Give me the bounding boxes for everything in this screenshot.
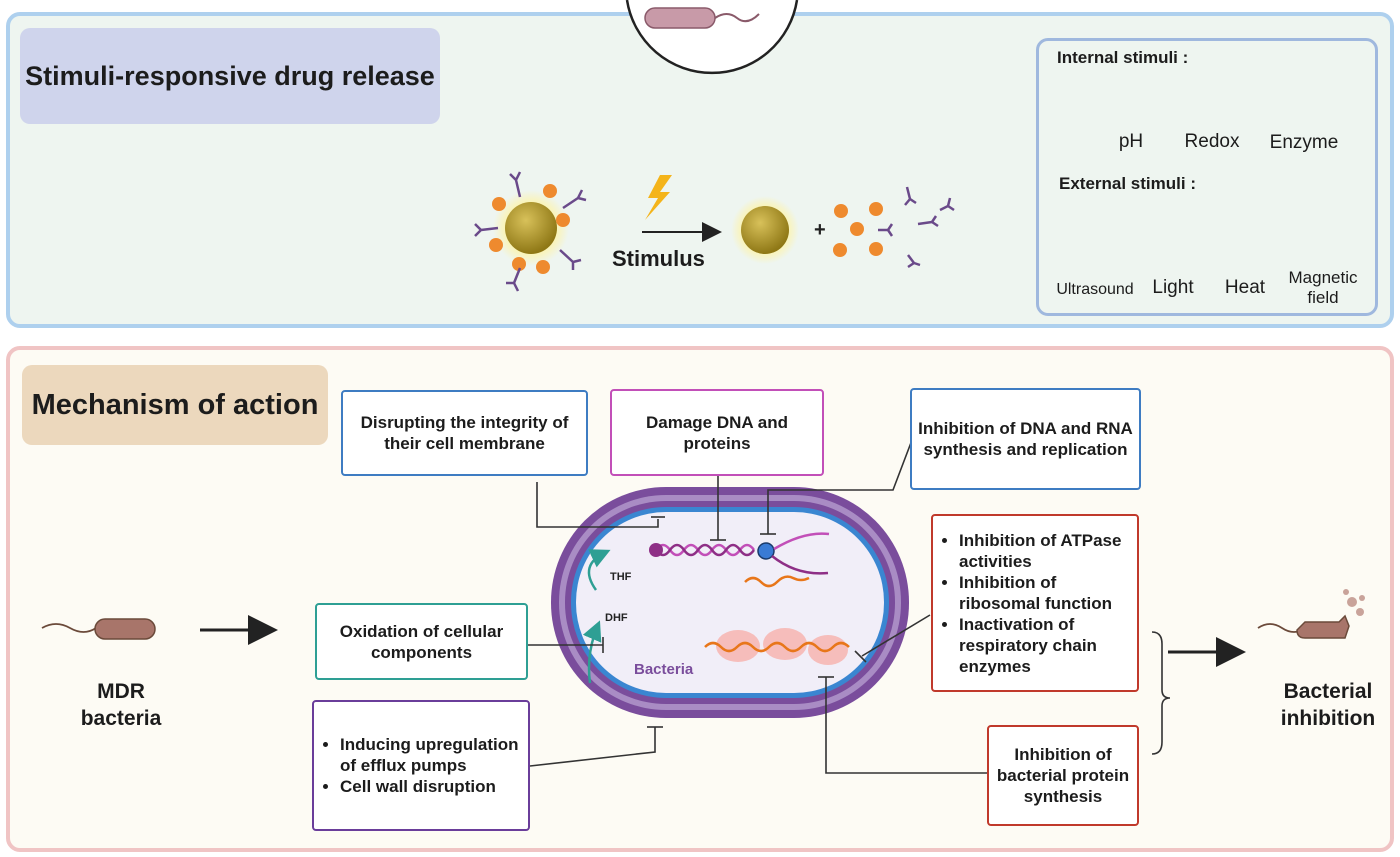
bacterial-inhibition-label: Bacterial inhibition — [1280, 680, 1376, 730]
dna-rna-inhibition-box: Inhibition of DNA and RNA synthesis and … — [910, 388, 1141, 490]
bursting-bacterium-icon — [1257, 589, 1365, 639]
heat-label: Heat — [1224, 277, 1266, 298]
bacterial-cell — [551, 487, 909, 718]
dna-helix — [649, 532, 830, 588]
internal-stimuli-heading: Internal stimuli : — [1057, 48, 1189, 67]
released-drugs — [833, 186, 955, 269]
efflux-item: Cell wall disruption — [340, 776, 528, 797]
redox-label: Redox — [1184, 131, 1240, 152]
magnified-bacterium-icon — [625, 0, 799, 75]
ribosome-protein-cluster — [704, 628, 850, 665]
mdr-bacterium-icon — [41, 618, 156, 640]
thf-label: THF — [610, 571, 632, 583]
dhf-label: DHF — [605, 612, 628, 624]
magnetic-field-label: Magnetic field — [1288, 268, 1358, 307]
atpase-item: Inhibition of ATPase activities — [959, 530, 1137, 572]
lightning-icon — [645, 175, 672, 220]
ph-label: pH — [1118, 131, 1144, 152]
light-label: Light — [1152, 277, 1194, 298]
mechanism-title: Mechanism of action — [22, 365, 328, 445]
stimuli-legend — [1036, 38, 1378, 316]
loaded-nanoparticle — [474, 171, 587, 292]
ultrasound-label: Ultrasound — [1056, 281, 1134, 298]
plus-sign: + — [814, 219, 826, 241]
atpase-ribosome-box: Inhibition of ATPase activities Inhibiti… — [931, 514, 1139, 692]
atpase-item: Inhibition of ribosomal function — [959, 572, 1137, 614]
mdr-bacteria-label: MDR bacteria — [80, 680, 162, 730]
inhibition-connectors — [528, 439, 1171, 774]
protein-synthesis-box: Inhibition of bacterial protein synthesi… — [987, 725, 1139, 826]
dna-damage-box: Damage DNA and proteins — [610, 389, 824, 476]
enzyme-label: Enzyme — [1269, 132, 1339, 153]
dhf-arrow — [582, 620, 602, 684]
external-stimuli-heading: External stimuli : — [1059, 174, 1196, 193]
cell-label: Bacteria — [634, 661, 694, 678]
oxidation-box: Oxidation of cellular components — [315, 603, 528, 680]
stimulus-label: Stimulus — [612, 246, 705, 271]
efflux-item: Inducing upregulation of efflux pumps — [340, 734, 528, 776]
stimuli-title: Stimuli-responsive drug release — [20, 28, 440, 124]
atpase-item: Inactivation of respiratory chain enzyme… — [959, 614, 1137, 677]
released-nanoparticle — [731, 196, 799, 264]
membrane-disruption-box: Disrupting the integrity of their cell m… — [341, 390, 588, 476]
dhf-thf-arrow — [587, 549, 611, 591]
efflux-pump-box: Inducing upregulation of efflux pumps Ce… — [312, 700, 530, 831]
